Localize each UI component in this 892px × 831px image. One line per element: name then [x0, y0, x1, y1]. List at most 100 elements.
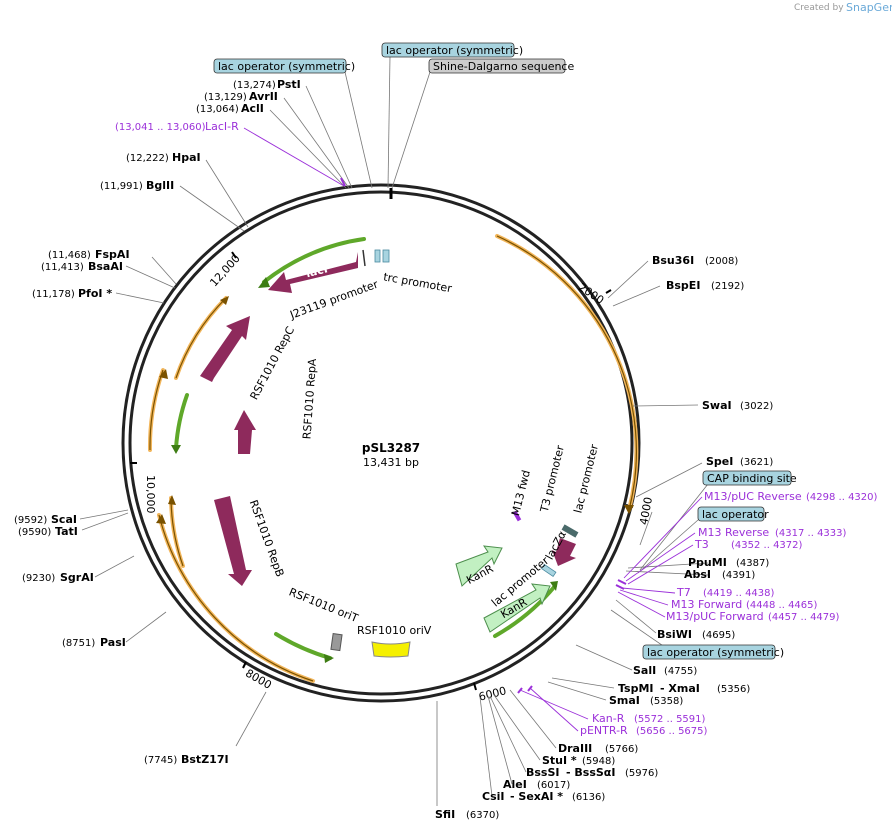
site-spei[interactable]: SpeI [706, 455, 733, 468]
site-sfii[interactable]: SfiI [435, 808, 455, 821]
site-tspmi[interactable]: TspMI [618, 682, 654, 695]
site-bsssai[interactable]: - BssSαI [566, 766, 615, 779]
primer-t3[interactable]: T3 [694, 538, 709, 551]
plasmid-length: 13,431 bp [363, 456, 419, 469]
shine-dalgarno-box[interactable] [428, 58, 566, 74]
site-swai[interactable]: SwaI [702, 399, 732, 412]
site-fspai[interactable]: FspAI [95, 248, 130, 261]
site-pasi[interactable]: PasI [100, 636, 126, 649]
site-pos-pasi: (8751) [62, 638, 95, 649]
lac-operator-box-top[interactable] [381, 42, 515, 58]
site-pos-swai: (3022) [740, 401, 773, 412]
kanr-arrow-1[interactable] [455, 545, 503, 587]
lac-operator-box-bottom[interactable] [642, 644, 776, 660]
ruler-label-4000: 4000 [637, 496, 655, 526]
lac-operator-box-top-left[interactable] [213, 58, 347, 74]
site-xmai[interactable]: - XmaI [660, 682, 700, 695]
j23119-arc [262, 237, 366, 284]
site-pos-fspai: (11,468) [48, 250, 91, 261]
cap-site-mark[interactable] [561, 524, 579, 538]
site-bstz17i[interactable]: BstZ17I [181, 753, 229, 766]
primer-t7[interactable]: T7 [676, 586, 691, 599]
primer-kan-r[interactable]: Kan-R [592, 712, 625, 725]
site-pos-hpai: (12,222) [126, 153, 169, 164]
oriV-box[interactable] [371, 641, 411, 658]
site-pos-bsaai: (11,413) [41, 262, 84, 273]
site-bsiwi[interactable]: BsiWI [657, 628, 692, 641]
site-pos-bsu36i: (2008) [705, 256, 738, 267]
lac-operator-label-right: lac operator [702, 508, 769, 521]
site-csii[interactable]: CsiI [482, 790, 504, 803]
repA-arrow[interactable] [234, 410, 256, 454]
site-alei[interactable]: AleI [503, 778, 527, 791]
lacz-region-marks [512, 510, 579, 577]
site-bspei[interactable]: BspEI [666, 279, 700, 292]
primer-pos-m13puc-forward: (4457 .. 4479) [768, 612, 840, 623]
lac-operator-box-right[interactable] [697, 506, 765, 522]
j23119-mark [362, 249, 366, 267]
m13fwd-mark[interactable] [512, 510, 522, 522]
primer-pos-kan-r: (5572 .. 5591) [634, 714, 706, 725]
orf-arc-left-mid [147, 368, 165, 452]
site-hpai[interactable]: HpaI [172, 151, 201, 164]
site-absi[interactable]: AbsI [684, 568, 711, 581]
lacI-arrow[interactable] [268, 252, 358, 293]
oriT-box[interactable] [330, 632, 343, 652]
cap-binding-box[interactable] [702, 470, 792, 486]
site-psti[interactable]: PstI [277, 78, 301, 91]
ruler-tick-2000 [605, 289, 612, 294]
feature-labels: J23119 promoter trc promoter RSF1010 Rep… [247, 270, 602, 637]
lac-operator-label-bottom: lac operator (symmetric) [647, 646, 784, 659]
lac-operator-mark-2[interactable] [382, 249, 390, 263]
oriV-label: RSF1010 oriV [357, 624, 432, 637]
site-scai[interactable]: ScaI [51, 513, 77, 526]
site-acli[interactable]: AclI [241, 102, 264, 115]
site-smai[interactable]: SmaI [609, 694, 640, 707]
primer-m13puc-forward[interactable]: M13/pUC Forward [666, 610, 764, 623]
lacI-label: lacI [305, 262, 329, 280]
primer-pos-t3: (4352 .. 4372) [731, 540, 803, 551]
site-pos-spei: (3621) [740, 457, 773, 468]
kanr-arrow-2[interactable] [483, 583, 551, 633]
site-pos-absi: (4391) [722, 570, 755, 581]
lac-operator-label-top-left: lac operator (symmetric) [218, 60, 355, 73]
site-pos-sexai: (6136) [572, 792, 605, 803]
site-sexai[interactable]: - SexAI * [510, 790, 563, 803]
site-bsu36i[interactable]: Bsu36I [652, 254, 694, 267]
site-pos-draiii: (5766) [605, 744, 638, 755]
primer-pentr-r[interactable]: pENTR-R [580, 724, 628, 737]
lacZa-arrow[interactable] [552, 538, 576, 566]
site-pos-sfii: (6370) [466, 810, 499, 821]
primer-m13-forward[interactable]: M13 Forward [671, 598, 742, 611]
site-sali[interactable]: SalI [633, 664, 656, 677]
cap-binding-label: CAP binding site [707, 472, 797, 485]
plasmid-name: pSL3287 [362, 441, 420, 455]
lac-operator-mark-3[interactable] [540, 563, 557, 577]
t3-promoter-label: T3 promoter [538, 444, 567, 515]
primer-m13-reverse[interactable]: M13 Reverse [698, 526, 769, 539]
site-pfoi[interactable]: PfoI * [78, 287, 112, 300]
site-draiii[interactable]: DraIII [558, 742, 592, 755]
lac-operator-mark-1[interactable] [374, 249, 381, 263]
site-ppumi[interactable]: PpuMI [688, 556, 727, 569]
primer-pos-laci-r: (13,041 .. 13,060) [115, 122, 206, 133]
site-bglii[interactable]: BglII [146, 179, 174, 192]
promoter-arrowheads [171, 277, 558, 663]
site-tati[interactable]: TatI [55, 525, 78, 538]
primer-laci-r[interactable]: LacI-R [205, 120, 239, 133]
site-avrii[interactable]: AvrII [249, 90, 278, 103]
lac-promoter-label-1: lac promoter [571, 443, 601, 515]
site-pos-scai: (9592) [14, 515, 47, 526]
repA-label: RSF1010 RepA [300, 358, 319, 440]
repC-arrow[interactable] [200, 316, 250, 382]
site-bsaai[interactable]: BsaAI [88, 260, 123, 273]
site-sgrai[interactable]: SgrAI [60, 571, 94, 584]
primer-m13puc-reverse[interactable]: M13/pUC Reverse [704, 490, 802, 503]
site-bsssi[interactable]: BssSI [526, 766, 560, 779]
primer-pos-m13-forward: (4448 .. 4465) [746, 600, 818, 611]
repB-arrow[interactable] [214, 496, 252, 586]
primer-pos-t7: (4419 .. 4438) [703, 588, 775, 599]
site-pos-smai: (5358) [650, 696, 683, 707]
site-stui[interactable]: StuI * [542, 754, 577, 767]
oriT-label: RSF1010 oriT [287, 585, 360, 625]
